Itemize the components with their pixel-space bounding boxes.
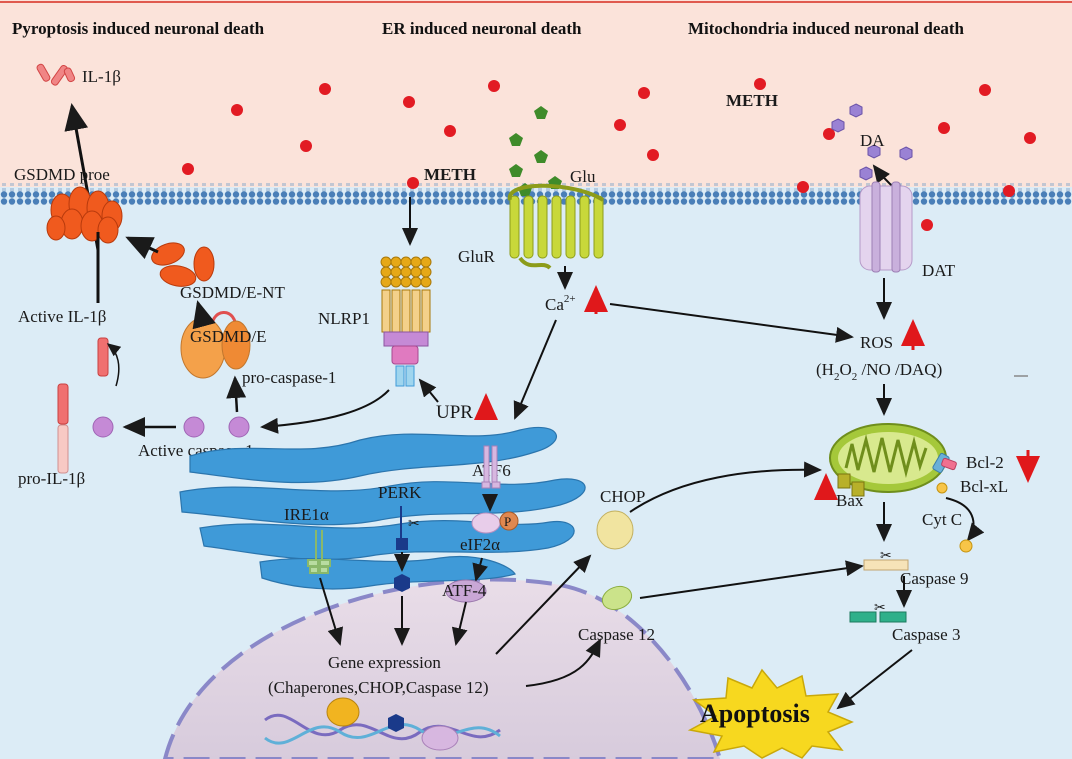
atf4-to-gene-arrow	[451, 601, 468, 646]
atf4-label: ATF-4	[442, 581, 487, 600]
eif2a-icon	[471, 512, 501, 534]
upr-label: UPR	[436, 402, 473, 423]
phosphate-label: P	[504, 514, 511, 529]
title-mito: Mitochondria induced neuronal death	[688, 19, 965, 38]
nlrp1-label: NLRP1	[318, 309, 370, 328]
chop-label: CHOP	[600, 487, 645, 506]
bcl2-label: Bcl-2	[966, 453, 1004, 472]
chop-to-mito-arrow	[629, 461, 822, 513]
pro-il1b-icon	[57, 383, 69, 474]
ca-to-er-arrow	[513, 319, 557, 420]
meth-molecules	[182, 78, 1036, 231]
nlrp1-inflammasome-icon	[380, 256, 432, 387]
nt-to-pore-arrow	[125, 236, 159, 260]
caspase12-label: Caspase 12	[578, 625, 655, 644]
eif2a-label: eIF2α	[460, 535, 500, 554]
ca-to-ros-arrow	[609, 303, 854, 343]
ros-label: ROS	[860, 333, 893, 352]
gene-to-chop-arrow	[495, 554, 592, 655]
meth-mito-label: METH	[726, 91, 778, 110]
caspase9-label: Caspase 9	[900, 569, 968, 588]
mitochondrion-icon	[829, 423, 957, 497]
gsdmd-e-label: GSDMD/E	[190, 327, 267, 346]
ire1a-label: IRE1α	[284, 505, 329, 524]
pro-caspase1-label: pro-caspase-1	[242, 368, 336, 387]
gsdmd-ent-label: GSDMD/E-NT	[180, 283, 285, 302]
active-il1b-label: Active IL-1β	[18, 307, 106, 326]
meth-er-label: METH	[424, 165, 476, 184]
gsdmd-pore-label: GSDMD proe	[14, 165, 110, 184]
cytc-icon	[959, 539, 973, 553]
da-label: DA	[860, 131, 885, 150]
gsdmd-full-icon	[180, 311, 251, 379]
da-reuptake-arrow	[872, 164, 893, 187]
phosphate-icon	[499, 511, 519, 531]
ire1a-to-gene-arrow	[319, 577, 344, 646]
caspase12-to-caspase9-arrow	[639, 560, 864, 599]
gene-targets-label: (Chaperones,CHOP,Caspase 12)	[268, 678, 489, 697]
caspase9-icon: ✂	[863, 548, 909, 571]
gene-expression-label: Gene expression	[328, 653, 441, 672]
ire1a-receptor-icon	[307, 530, 331, 574]
starburst-icon	[687, 668, 854, 759]
bax-label: Bax	[836, 491, 864, 510]
gsdmd-pore-icon	[46, 186, 123, 244]
gsdmd-nt-fragments-icon	[151, 242, 215, 287]
ros-species-label: (H2O2 /NO /DAQ)	[816, 360, 942, 383]
atf6-label: ATF6	[472, 461, 511, 480]
eif2a-to-atf4-arrow	[472, 557, 488, 582]
caspase3-label: Caspase 3	[892, 625, 960, 644]
pro-il1b-label: pro-IL-1β	[18, 469, 85, 488]
il1b-activation-arrow	[106, 343, 122, 387]
caspase3-to-apoptosis-arrow	[836, 649, 913, 710]
upr-to-nlrp1-arrow	[418, 378, 439, 403]
perk-label: PERK	[378, 483, 422, 502]
dna-helix-icon	[264, 697, 501, 751]
il1b-label: IL-1β	[82, 67, 121, 86]
perk-receptor-icon: ✂	[394, 506, 420, 592]
active-caspase1-icon	[92, 416, 250, 438]
bclxl-label: Bcl-xL	[960, 477, 1008, 496]
ca-label: Ca2+	[545, 293, 576, 314]
glur-label: GluR	[458, 247, 496, 266]
dopamine-molecules-icon	[831, 103, 913, 181]
glu-label: Glu	[570, 167, 596, 186]
glutamate-receptor-icon	[507, 183, 605, 270]
title-pyroptosis: Pyroptosis induced neuronal death	[12, 19, 265, 38]
cytc-label: Cyt C	[922, 510, 962, 529]
dat-label: DAT	[922, 261, 956, 280]
apoptosis-label: Apoptosis	[700, 699, 810, 728]
caspase3-icon: ✂	[849, 600, 907, 623]
atf6-receptor-icon	[481, 445, 501, 489]
inflammasome-to-caspase-arrow	[260, 389, 390, 434]
title-er: ER induced neuronal death	[382, 19, 582, 38]
nucleus	[162, 577, 723, 759]
caspase-to-gsdmd-arrow	[226, 375, 247, 413]
active-il1b-icon	[97, 337, 109, 377]
cytc-release-arrow	[945, 497, 985, 542]
gene-to-caspase12-arrow	[525, 638, 601, 687]
scissors-icon: ✂	[874, 600, 886, 616]
scissors-icon: ✂	[408, 516, 420, 532]
gsdmd-cleavage-arrow	[192, 300, 216, 330]
chop-icon	[596, 510, 634, 550]
scissors-icon: ✂	[880, 548, 892, 564]
caspase12-icon	[601, 585, 633, 611]
dopamine-transporter-icon	[859, 181, 913, 273]
il1b-molecules-icon	[36, 63, 76, 86]
